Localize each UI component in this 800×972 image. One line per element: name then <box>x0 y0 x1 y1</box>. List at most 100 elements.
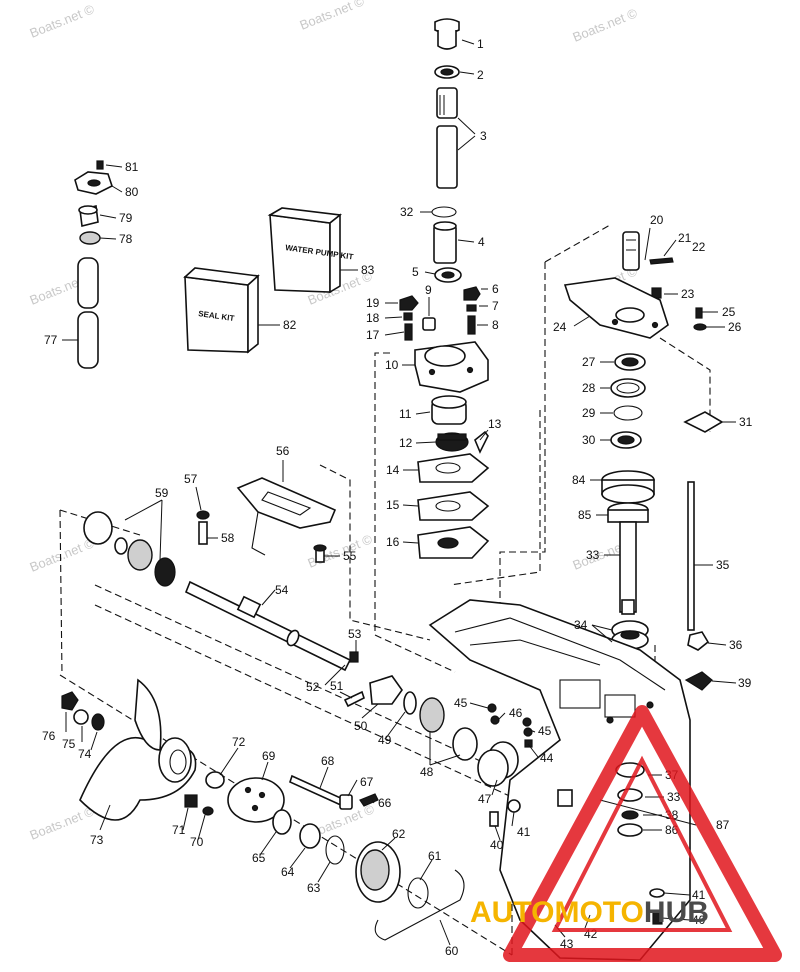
logo-hub: HUB <box>644 896 709 929</box>
callout-leaders <box>62 39 737 946</box>
callout-40: 40 <box>490 838 504 852</box>
assembly-lines <box>59 224 711 956</box>
callout-53: 53 <box>348 627 362 641</box>
callout-3: 3 <box>480 129 487 143</box>
callout-64: 64 <box>281 865 295 879</box>
callout-39: 39 <box>738 676 752 690</box>
callout-82: 82 <box>283 318 297 332</box>
callout-11: 11 <box>399 407 412 421</box>
callout-49: 49 <box>378 733 392 747</box>
callout-numbers: 1 2 3 32 4 5 6 7 8 9 19 18 17 10 11 12 1… <box>42 37 753 958</box>
callout-58: 58 <box>221 531 235 545</box>
callout-4: 4 <box>478 235 485 249</box>
callout-33b: 33 <box>667 790 681 804</box>
callout-63: 63 <box>307 881 321 895</box>
watermark: Boats.net © <box>298 0 367 33</box>
callout-74: 74 <box>78 747 92 761</box>
watermark: Boats.net © <box>571 5 640 45</box>
callout-83: 83 <box>361 263 375 277</box>
automotohub-logo: AUTOMOTOHUB <box>470 705 782 962</box>
callout-6: 6 <box>492 282 499 296</box>
gearcase-housing <box>428 599 691 961</box>
callout-71: 71 <box>172 823 186 837</box>
propeller-parts <box>61 678 465 941</box>
callout-67: 67 <box>360 775 374 789</box>
callout-10: 10 <box>385 358 399 372</box>
callout-19: 19 <box>366 296 380 310</box>
callout-45b: 45 <box>538 724 552 738</box>
callout-44: 44 <box>540 751 554 765</box>
callout-40b: 40 <box>692 913 706 927</box>
callout-68: 68 <box>321 754 335 768</box>
callout-59: 59 <box>155 486 169 500</box>
callout-76: 76 <box>42 729 56 743</box>
callout-46: 46 <box>509 706 523 720</box>
callout-84: 84 <box>572 473 586 487</box>
callout-55: 55 <box>343 549 357 563</box>
top-center-parts <box>399 18 490 559</box>
logo-word: AUTOMOTOHUB <box>470 896 709 929</box>
callout-48: 48 <box>420 765 434 779</box>
callout-45: 45 <box>454 696 468 710</box>
trim-tab-parts <box>83 477 337 587</box>
callout-43: 43 <box>560 937 574 951</box>
callout-30: 30 <box>582 433 596 447</box>
callout-50: 50 <box>354 719 368 733</box>
callout-31: 31 <box>739 415 753 429</box>
callout-57: 57 <box>184 472 198 486</box>
callout-81: 81 <box>125 160 139 174</box>
callout-32: 32 <box>400 205 414 219</box>
callout-29: 29 <box>582 406 596 420</box>
callout-13: 13 <box>488 417 502 431</box>
callout-5: 5 <box>412 265 419 279</box>
callout-25: 25 <box>722 305 736 319</box>
callout-34: 34 <box>574 618 588 632</box>
callout-66: 66 <box>378 796 392 810</box>
callout-56: 56 <box>276 444 290 458</box>
callout-33: 33 <box>586 548 600 562</box>
callout-72: 72 <box>232 735 246 749</box>
callout-24: 24 <box>553 320 567 334</box>
logo-auto: AUTO <box>470 896 554 929</box>
callout-2: 2 <box>477 68 484 82</box>
callout-73: 73 <box>90 833 104 847</box>
callout-27: 27 <box>582 355 596 369</box>
watermark: Boats.net © <box>28 535 97 575</box>
callout-23: 23 <box>681 287 695 301</box>
callout-15: 15 <box>386 498 400 512</box>
callout-28: 28 <box>582 381 596 395</box>
logo-triangle-icon <box>503 705 782 962</box>
callout-51: 51 <box>330 679 344 693</box>
left-top-parts <box>74 160 113 369</box>
callout-80: 80 <box>125 185 139 199</box>
callout-41b: 41 <box>692 888 706 902</box>
callout-41: 41 <box>517 825 531 839</box>
callout-54: 54 <box>275 583 289 597</box>
watermark: Boats.net © <box>28 1 97 41</box>
callout-21: 21 <box>678 231 692 245</box>
callout-52: 52 <box>306 680 320 694</box>
kit-boxes: WATER PUMP KIT SEAL KIT <box>183 207 354 354</box>
callout-22: 22 <box>692 240 706 254</box>
callout-69: 69 <box>262 749 276 763</box>
callout-14: 14 <box>386 463 400 477</box>
callout-26: 26 <box>728 320 742 334</box>
callout-79: 79 <box>119 211 133 225</box>
callout-18: 18 <box>366 311 380 325</box>
driveshaft-parts <box>601 470 713 691</box>
callout-17: 17 <box>366 328 380 342</box>
callout-65: 65 <box>252 851 266 865</box>
callout-12: 12 <box>399 436 413 450</box>
callout-36: 36 <box>729 638 743 652</box>
callout-35: 35 <box>716 558 730 572</box>
callout-20: 20 <box>650 213 664 227</box>
prop-shaft-parts <box>184 580 533 827</box>
callout-47: 47 <box>478 792 492 806</box>
callout-8: 8 <box>492 318 499 332</box>
callout-75: 75 <box>62 737 76 751</box>
callout-62: 62 <box>392 827 406 841</box>
callout-61: 61 <box>428 849 442 863</box>
callout-85: 85 <box>578 508 592 522</box>
callout-70: 70 <box>190 835 204 849</box>
